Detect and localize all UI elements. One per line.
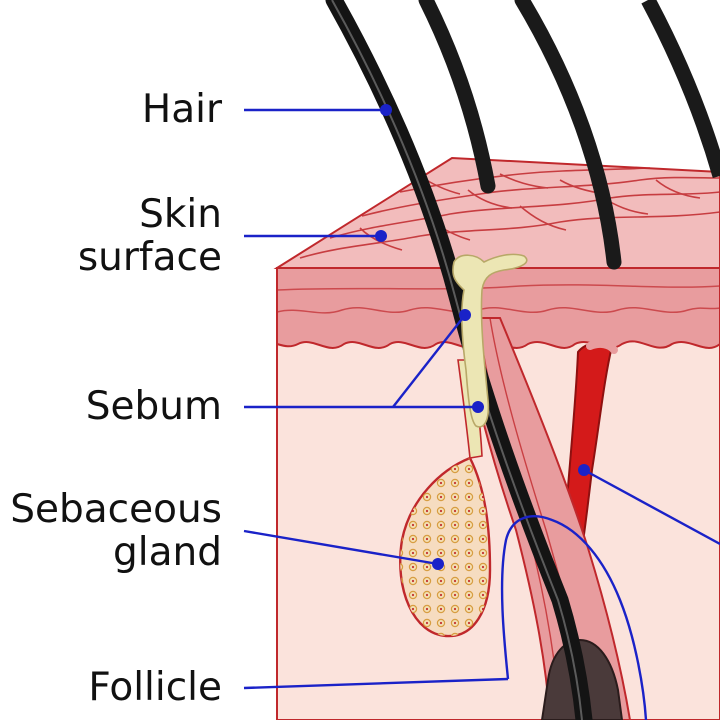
label-follicle: Follicle [88, 666, 222, 709]
label-follicle-text: Follicle [88, 665, 222, 710]
hair-strand-back-2 [514, 0, 622, 270]
dot-gland [432, 558, 444, 570]
sebum-deposit [452, 253, 528, 428]
label-sebaceous-gland: Sebaceous gland [10, 488, 222, 574]
label-gland-line2: gland [113, 530, 222, 575]
label-sebum: Sebum [86, 385, 222, 428]
leader-gland [243, 529, 439, 566]
leader-follicle [243, 677, 509, 690]
leader-muscle [583, 468, 720, 546]
dot-skin [375, 230, 387, 242]
label-skin-surface: Skin surface [78, 193, 222, 279]
dot-sebum-lower [472, 401, 484, 413]
label-hair: Hair [142, 88, 222, 131]
label-hair-text: Hair [141, 87, 222, 132]
leader-lines [243, 108, 720, 720]
dot-muscle [578, 464, 590, 476]
dot-sebum-upper [459, 309, 471, 321]
label-sebum-text: Sebum [85, 384, 222, 429]
label-skin-line1: Skin [139, 192, 222, 237]
skin-surface-top [273, 156, 720, 269]
dot-hair [380, 104, 392, 116]
leader-dots [375, 104, 590, 570]
label-skin-line2: surface [77, 235, 222, 280]
leader-sebum-branch [392, 314, 466, 408]
label-gland-line1: Sebaceous [10, 487, 222, 532]
hair-strand-back-3 [641, 0, 720, 179]
hair-strand-back-1 [418, 0, 496, 194]
follicle-outline [500, 515, 648, 720]
